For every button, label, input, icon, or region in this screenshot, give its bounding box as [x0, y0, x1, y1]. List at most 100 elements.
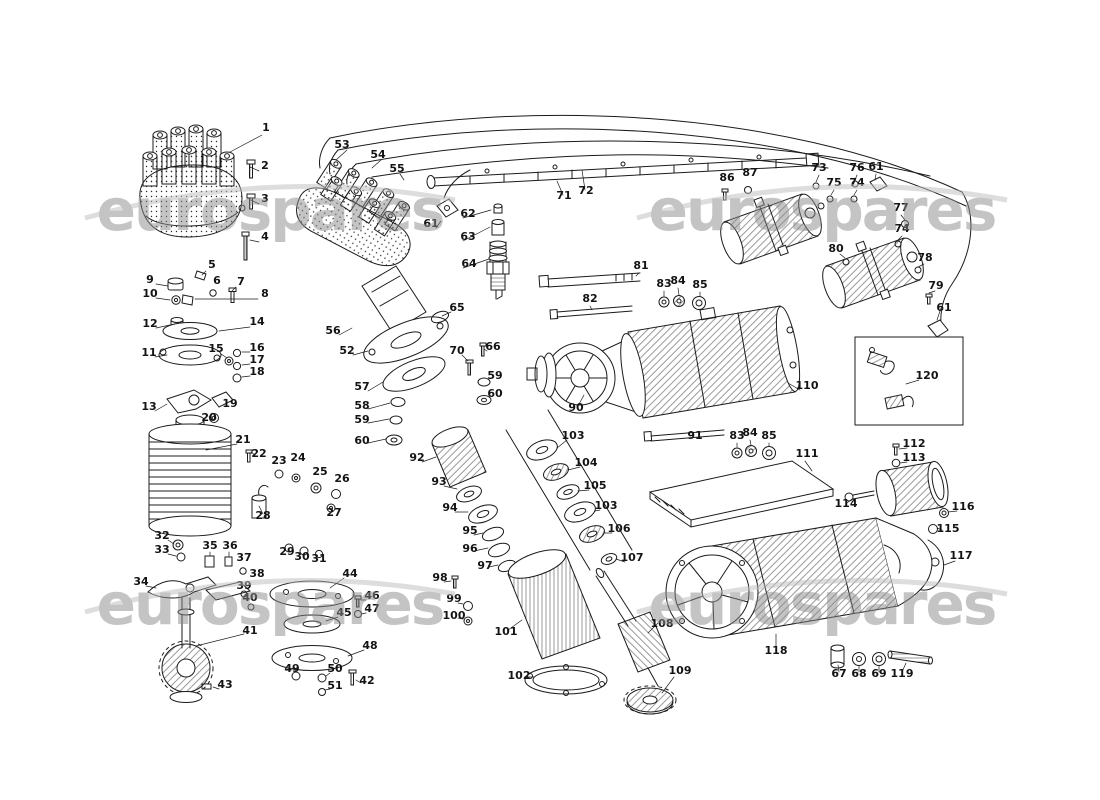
part-number-40: 40: [242, 591, 258, 604]
part-number-70: 70: [449, 344, 465, 357]
part-number-120: 120: [916, 369, 939, 382]
part-number-1: 1: [262, 121, 270, 134]
part-number-42: 42: [359, 674, 374, 687]
part-number-26: 26: [334, 472, 350, 485]
part-number-53: 53: [334, 138, 349, 151]
part-number-72: 72: [578, 184, 593, 197]
part-number-91: 91: [687, 429, 702, 442]
spark-plug: [486, 203, 510, 300]
base-plates: [269, 580, 362, 696]
part-number-61: 61: [423, 217, 438, 230]
part-number-66: 66: [485, 340, 501, 353]
part-number-29: 29: [279, 545, 294, 558]
part-number-45: 45: [336, 606, 351, 619]
part-number-60: 60: [487, 387, 503, 400]
part-number-92: 92: [409, 451, 424, 464]
part-number-58: 58: [354, 399, 369, 412]
part-number-71: 71: [556, 189, 571, 202]
part-number-59: 59: [487, 369, 502, 382]
brush-set: [854, 336, 964, 426]
part-number-74: 74: [894, 222, 910, 235]
part-number-94: 94: [442, 501, 458, 514]
part-number-77: 77: [893, 201, 908, 214]
ignition-wires: [319, 114, 972, 327]
part-number-119: 119: [891, 667, 914, 680]
part-number-47: 47: [364, 602, 379, 615]
part-number-100: 100: [443, 609, 466, 622]
part-number-108: 108: [651, 617, 674, 630]
part-number-25: 25: [312, 465, 327, 478]
part-number-41: 41: [242, 624, 257, 637]
part-number-101: 101: [495, 625, 518, 638]
part-number-110: 110: [796, 379, 819, 392]
part-number-80: 80: [828, 242, 844, 255]
part-number-37: 37: [236, 551, 251, 564]
watermark-text: eurospares: [97, 176, 444, 244]
part-number-113: 113: [903, 451, 926, 464]
part-number-44: 44: [342, 567, 358, 580]
part-number-106: 106: [608, 522, 631, 535]
part-number-69: 69: [871, 667, 886, 680]
part-number-23: 23: [271, 454, 286, 467]
part-number-105: 105: [584, 479, 607, 492]
watermark-text: eurospares: [97, 570, 444, 638]
part-number-33: 33: [154, 543, 169, 556]
part-number-15: 15: [208, 342, 223, 355]
part-number-3: 3: [261, 192, 269, 205]
harness-tube: [426, 152, 820, 189]
part-number-17: 17: [249, 353, 264, 366]
part-number-78: 78: [917, 251, 932, 264]
part-number-19: 19: [222, 397, 237, 410]
part-number-49: 49: [284, 662, 299, 675]
fasteners-center: [538, 272, 776, 460]
part-number-20: 20: [201, 411, 217, 424]
watermark-text: eurospares: [649, 570, 996, 638]
part-number-18: 18: [249, 365, 264, 378]
part-number-118: 118: [765, 644, 788, 657]
watermark-swoosh: [636, 578, 1008, 615]
part-number-73: 73: [811, 161, 826, 174]
watermark-text: eurospares: [649, 176, 996, 244]
part-number-24: 24: [290, 451, 306, 464]
plug-connector: [436, 169, 471, 218]
part-number-103: 103: [595, 499, 618, 512]
part-number-10: 10: [142, 287, 158, 300]
part-number-27: 27: [326, 506, 341, 519]
part-number-84: 84: [742, 426, 758, 439]
part-number-104: 104: [575, 456, 598, 469]
part-number-48: 48: [362, 639, 377, 652]
part-number-51: 51: [327, 679, 342, 692]
part-number-84: 84: [670, 274, 686, 287]
part-number-115: 115: [937, 522, 960, 535]
part-number-36: 36: [222, 539, 238, 552]
watermark-swoosh: [84, 578, 456, 615]
part-number-68: 68: [851, 667, 866, 680]
part-number-85: 85: [692, 278, 707, 291]
part-number-14: 14: [249, 315, 265, 328]
part-number-35: 35: [202, 539, 217, 552]
part-number-28: 28: [255, 509, 270, 522]
watermark-swoosh: [636, 184, 1008, 221]
distributor-small-parts: [158, 159, 256, 423]
part-number-5: 5: [208, 258, 216, 271]
part-number-2: 2: [261, 159, 269, 172]
part-number-60: 60: [354, 434, 370, 447]
drive-body-and-field-housing: [431, 426, 608, 696]
part-number-116: 116: [952, 500, 975, 513]
part-number-57: 57: [354, 380, 369, 393]
part-number-63: 63: [460, 230, 475, 243]
mounting-plate: [648, 460, 835, 528]
part-number-79: 79: [928, 279, 943, 292]
part-number-85: 85: [761, 429, 776, 442]
part-number-87: 87: [742, 166, 757, 179]
part-number-61: 61: [936, 301, 951, 314]
armature-and-pinion: [595, 567, 677, 715]
washer-stack: [505, 409, 633, 571]
part-number-38: 38: [249, 567, 264, 580]
part-number-117: 117: [950, 549, 973, 562]
coil-housing: [148, 414, 341, 537]
part-number-8: 8: [261, 287, 269, 300]
